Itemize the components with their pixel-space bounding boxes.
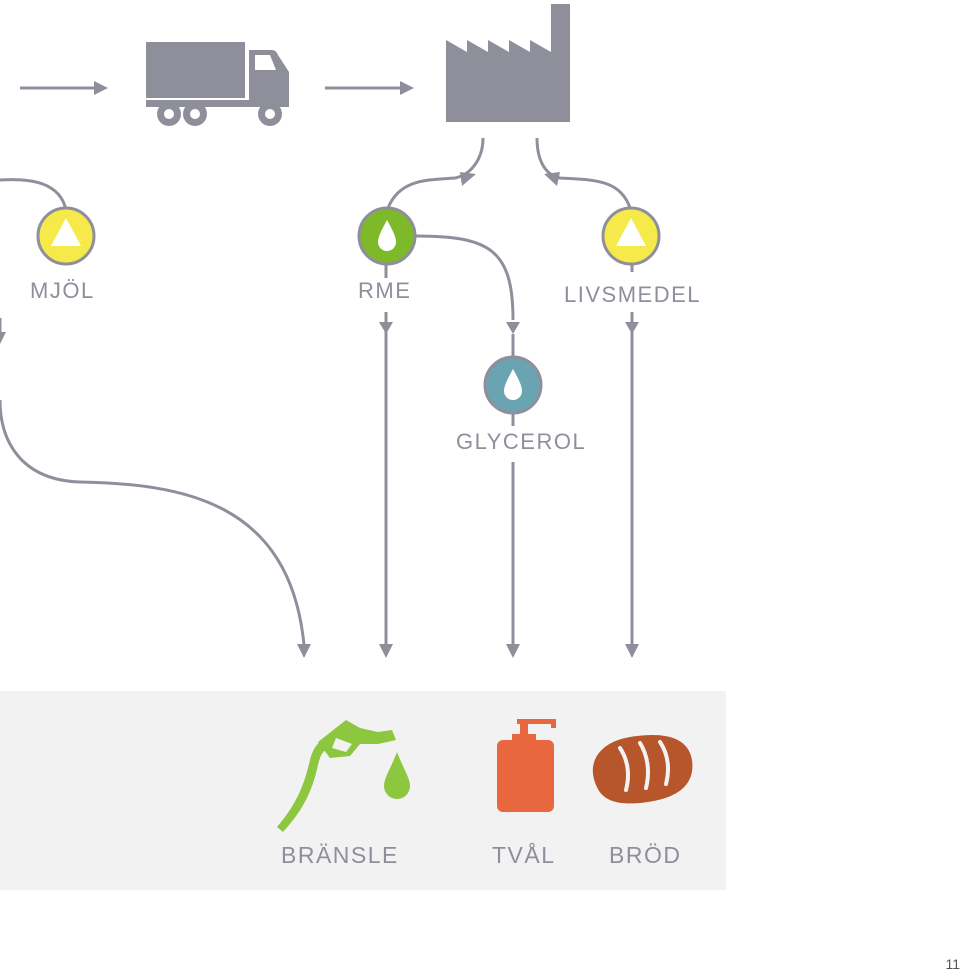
- node-label-rme: RME: [358, 278, 412, 303]
- left-stub-arrow: [0, 318, 6, 344]
- node-glycerol: [483, 355, 543, 415]
- node-label-glycerol: GLYCEROL: [456, 429, 587, 454]
- flow-rme-to-bransle: [379, 264, 393, 658]
- drop-icon: [504, 369, 522, 400]
- node-livsmedel: [601, 206, 661, 266]
- flow-rme-to-glycerol: [415, 234, 520, 356]
- node-mjol: [36, 206, 96, 266]
- product-label-taval: TVÅL: [492, 842, 556, 868]
- bread-icon: [592, 734, 693, 804]
- flow-to-bransle-left: [0, 399, 311, 658]
- product-label-brod: BRÖD: [609, 842, 682, 868]
- drop-icon: [378, 220, 396, 251]
- flow-livsmedel-to-brod: [625, 264, 639, 658]
- node-label-mjol: MJÖL: [30, 278, 95, 303]
- triangle-icon: [616, 218, 646, 246]
- factory-icon: [446, 4, 570, 122]
- fuel-nozzle-icon: [277, 720, 410, 832]
- truck-icon: [146, 42, 289, 126]
- flow-glycerol-to-taval: [506, 414, 520, 658]
- flow-to-mjol: [0, 178, 68, 211]
- arrow-to-truck: [20, 81, 108, 95]
- flow-factory-to-livsmedel: [535, 137, 632, 209]
- product-label-bransle: BRÄNSLE: [281, 842, 399, 868]
- arrow-to-factory: [325, 81, 414, 95]
- flow-factory-to-rme: [386, 137, 485, 209]
- triangle-icon: [51, 218, 81, 246]
- node-label-livsmedel: LIVSMEDEL: [564, 282, 701, 307]
- soap-bottle-icon: [497, 719, 556, 812]
- node-rme: [357, 206, 417, 266]
- page-number: 11: [945, 956, 960, 972]
